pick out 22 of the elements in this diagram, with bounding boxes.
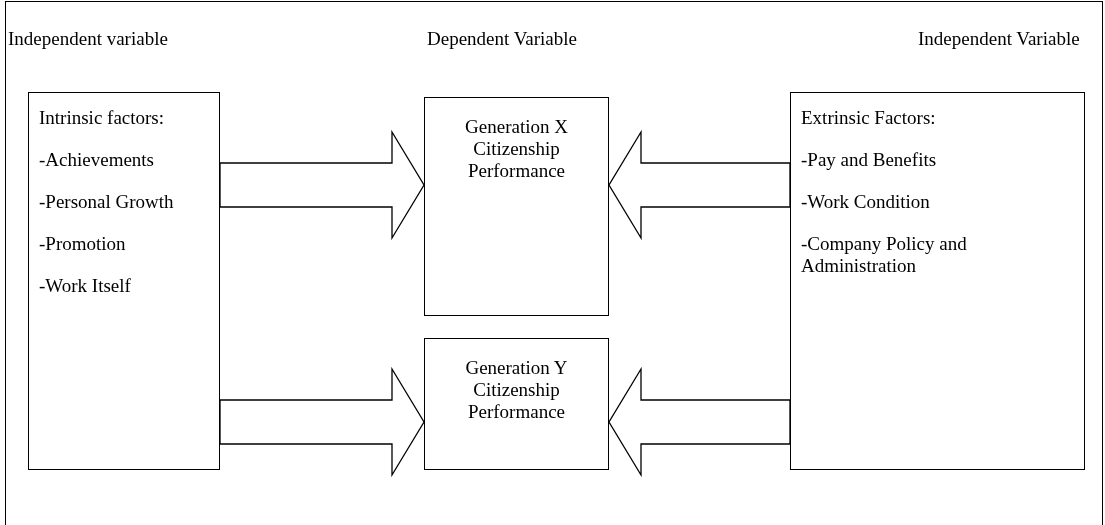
box-text: Extrinsic Factors: xyxy=(801,107,936,129)
factor-box xyxy=(424,338,609,470)
box-text: -Personal Growth xyxy=(39,191,174,213)
column-heading: Dependent Variable xyxy=(427,28,577,50)
factor-box xyxy=(28,92,220,470)
column-heading: Independent Variable xyxy=(918,28,1080,50)
block-arrow xyxy=(219,366,425,478)
factor-box xyxy=(790,92,1085,470)
box-text: -Achievements xyxy=(39,149,154,171)
block-arrow xyxy=(608,366,791,478)
block-arrow xyxy=(219,129,425,241)
box-text: -Company Policy and Administration xyxy=(801,233,968,277)
column-heading: Independent variable xyxy=(8,28,168,50)
box-text: Generation Y Citizenship Performance xyxy=(464,357,569,423)
factor-box xyxy=(424,97,609,316)
box-text: -Work Condition xyxy=(801,191,930,213)
block-arrow xyxy=(608,129,791,241)
box-text: Generation X Citizenship Performance xyxy=(464,116,569,182)
box-text: -Promotion xyxy=(39,233,126,255)
box-text: -Work Itself xyxy=(39,275,131,297)
box-text: -Pay and Benefits xyxy=(801,149,937,171)
box-text: Intrinsic factors: xyxy=(39,107,165,129)
